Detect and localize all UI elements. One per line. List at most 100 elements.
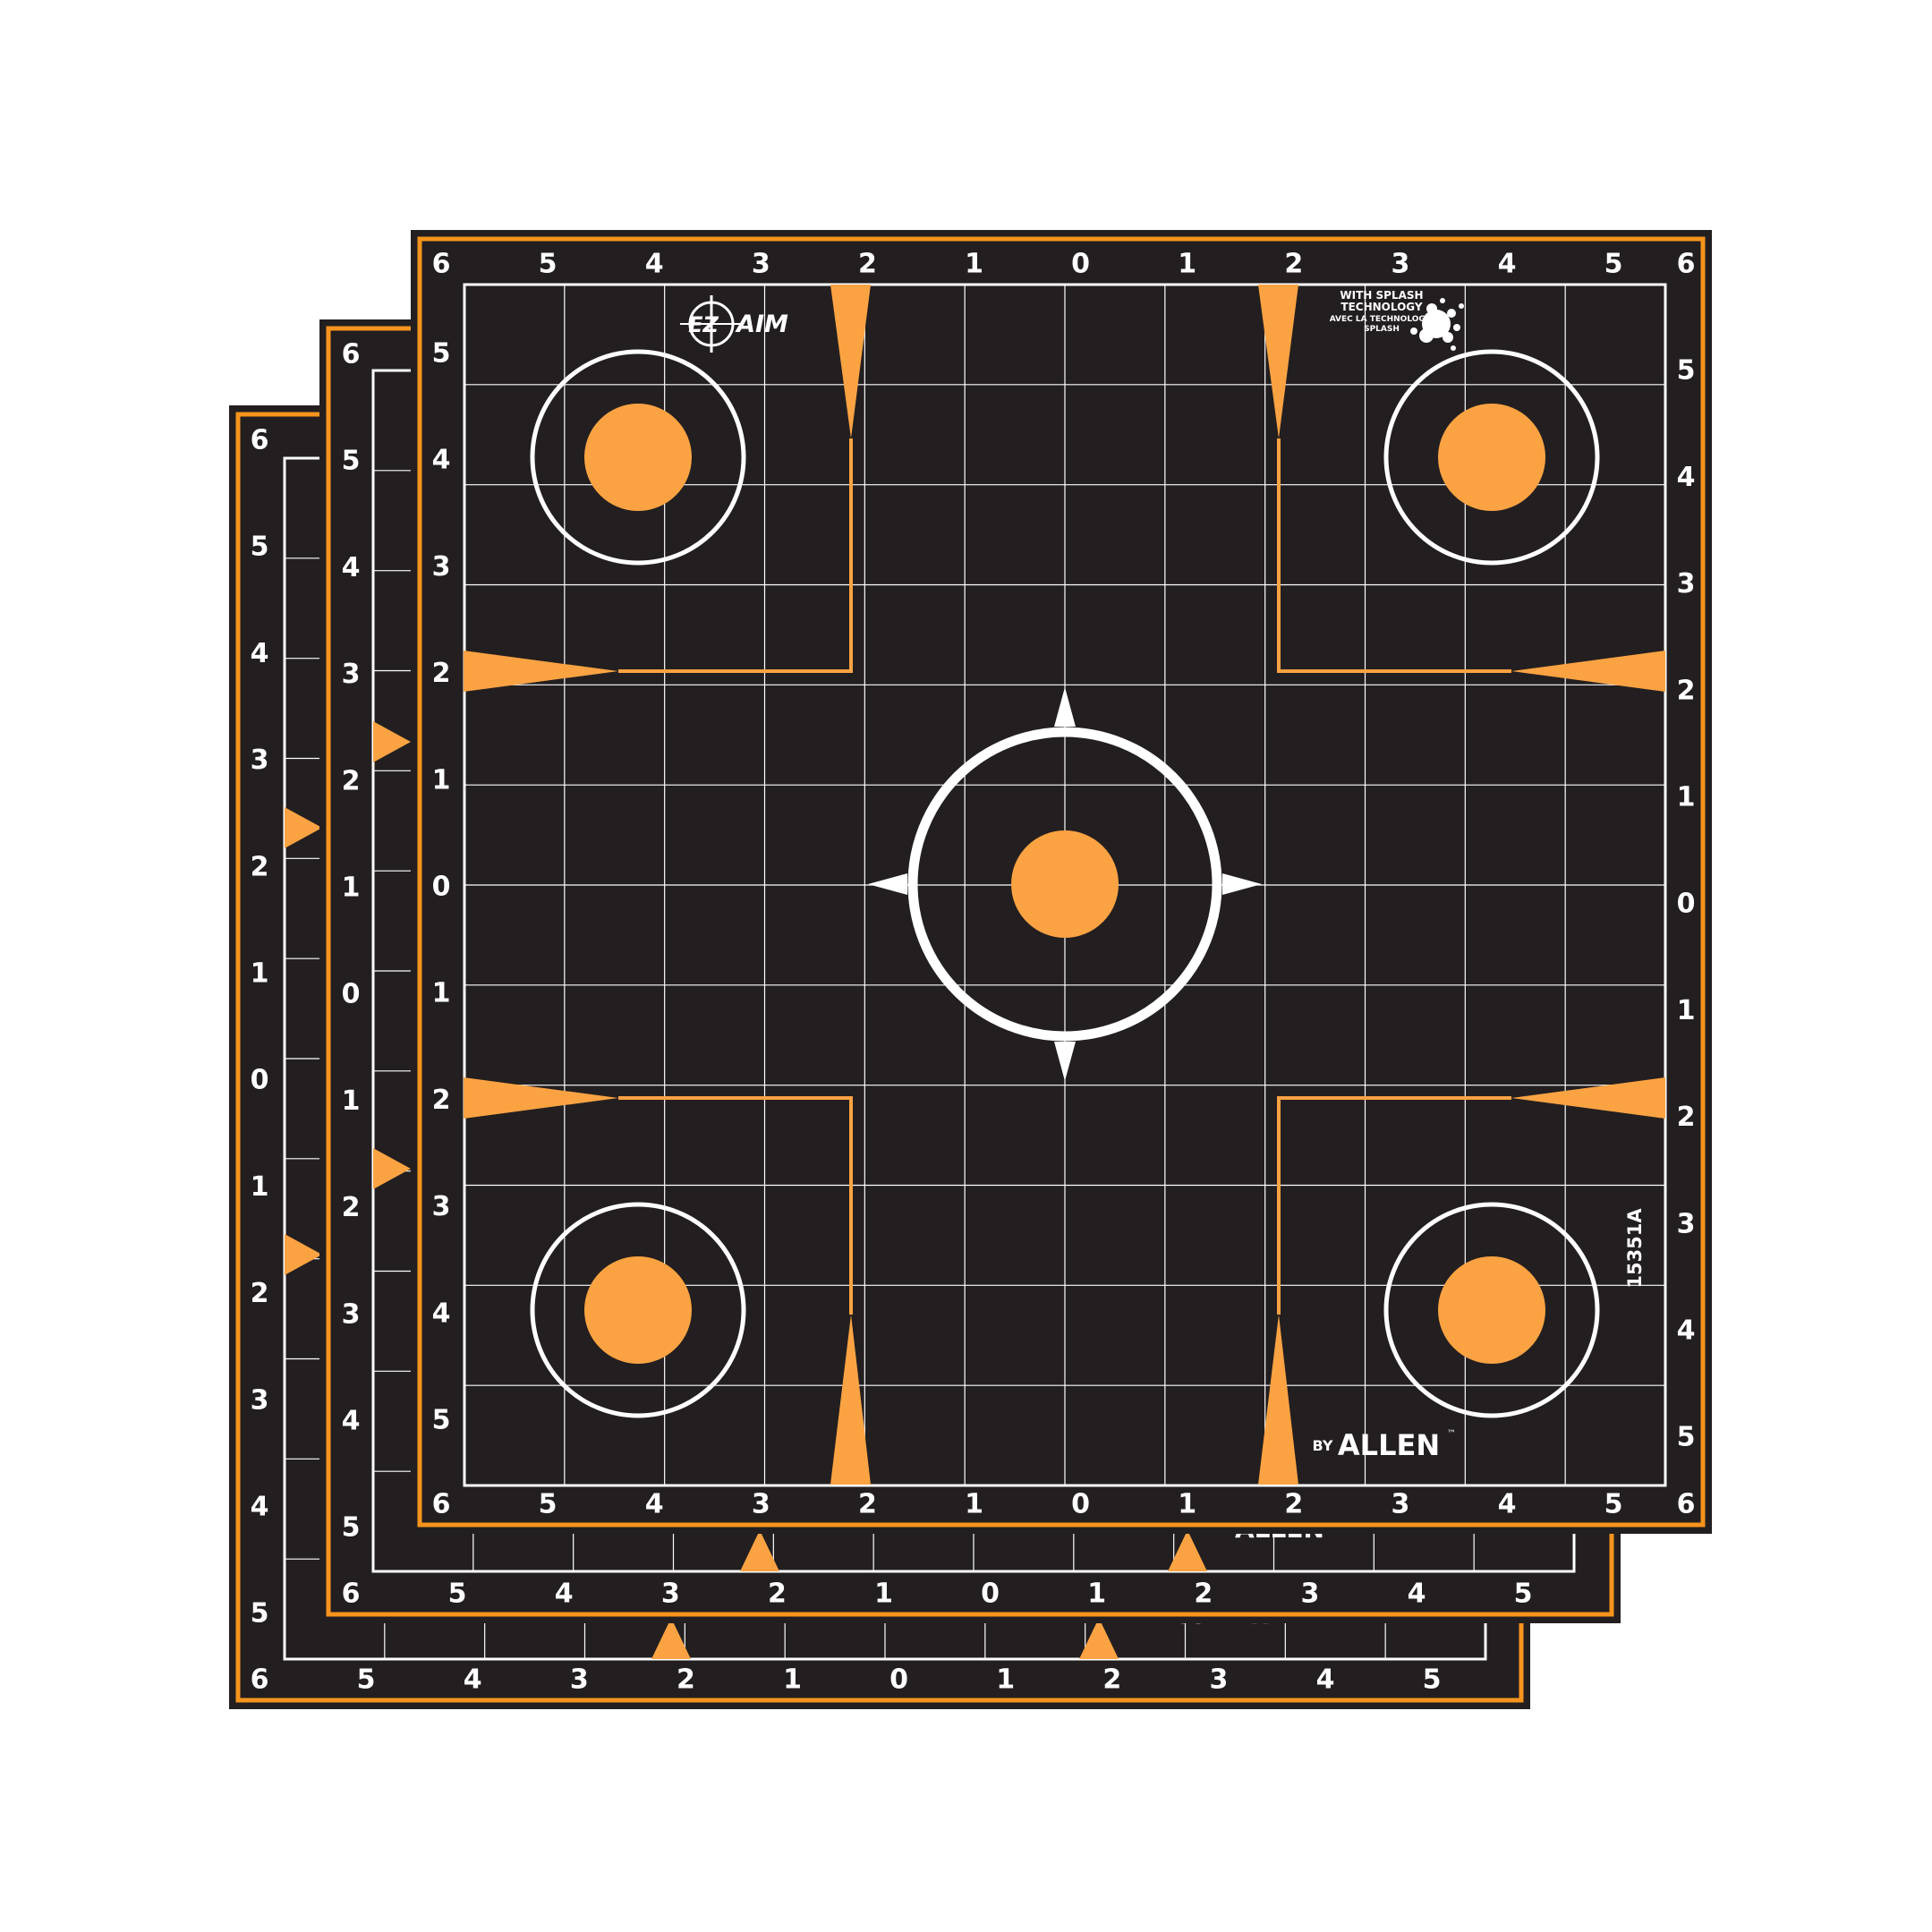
scale-label: 3 bbox=[342, 659, 361, 690]
scale-label: 1 bbox=[965, 1489, 983, 1520]
scale-label: 2 bbox=[858, 1489, 877, 1520]
svg-text:™: ™ bbox=[1447, 1429, 1456, 1439]
scale-label: 2 bbox=[251, 851, 269, 882]
scale-label: 0 bbox=[432, 872, 451, 903]
left-scale: 5 4 3 2 1 0 1 2 3 4 5 bbox=[432, 338, 451, 1436]
wedge-marker bbox=[651, 1618, 691, 1659]
scale-label: 2 bbox=[768, 1579, 787, 1610]
svg-text:EZ: EZ bbox=[688, 312, 719, 337]
scale-label: 1 bbox=[1178, 1489, 1196, 1520]
scale-label: 1 bbox=[1178, 249, 1196, 280]
scale-label: 5 bbox=[539, 1489, 557, 1520]
wedge-bottom-right bbox=[1258, 1315, 1298, 1485]
wedge-marker bbox=[1168, 1530, 1207, 1571]
scale-label: 3 bbox=[1677, 1208, 1696, 1239]
scale-label: 1 bbox=[874, 1579, 893, 1610]
scale-label: 3 bbox=[570, 1664, 589, 1696]
scale-label: 5 bbox=[1604, 1489, 1623, 1520]
scale-label: 5 bbox=[251, 1598, 269, 1630]
scale-label: 4 bbox=[1316, 1664, 1335, 1696]
scale-label: 1 bbox=[996, 1664, 1015, 1696]
scale-label: 2 bbox=[432, 658, 451, 689]
scale-label: 3 bbox=[342, 1298, 361, 1330]
scale-label: 2 bbox=[1284, 249, 1303, 280]
scale-label: 5 bbox=[448, 1579, 467, 1610]
scale-label: 1 bbox=[342, 872, 361, 904]
scale-label: 5 bbox=[1677, 355, 1696, 387]
scale-label: 0 bbox=[251, 1065, 269, 1096]
scale-label: 3 bbox=[1300, 1579, 1319, 1610]
scale-label: 1 bbox=[251, 958, 269, 990]
scale-label: 0 bbox=[981, 1579, 1000, 1610]
scale-label: 0 bbox=[889, 1664, 908, 1696]
scale-label: 1 bbox=[342, 1085, 361, 1117]
scale-label: 4 bbox=[1498, 249, 1517, 280]
wedge-marker bbox=[1079, 1618, 1119, 1659]
scale-label: 3 bbox=[432, 1191, 451, 1222]
scale-label: 3 bbox=[251, 745, 269, 776]
scale-label: 4 bbox=[555, 1579, 574, 1610]
splash-icon bbox=[1410, 298, 1464, 351]
scale-label: 4 bbox=[464, 1664, 482, 1696]
scale-label: 1 bbox=[251, 1171, 269, 1203]
scale-label: 6 bbox=[1529, 1664, 1548, 1696]
allen-logo: BY ALLEN ™ bbox=[1313, 1428, 1456, 1462]
scale-label: 6 bbox=[1677, 1489, 1696, 1520]
corner-guide-lines bbox=[618, 438, 1511, 1315]
scale-label: 0 bbox=[1071, 249, 1090, 280]
scale-label: 6 bbox=[342, 1579, 361, 1610]
scale-label: 3 bbox=[752, 1489, 770, 1520]
scale-label: 2 bbox=[858, 249, 877, 280]
svg-text:ALLEN: ALLEN bbox=[1338, 1428, 1440, 1462]
wedge-left-upper bbox=[464, 651, 618, 692]
scale-label: 4 bbox=[342, 1406, 361, 1437]
bullseye-bottom-left bbox=[530, 1202, 746, 1418]
svg-text:WITH SPLASH: WITH SPLASH bbox=[1340, 289, 1423, 302]
svg-text:AVEC LA TECHNOLOGIE: AVEC LA TECHNOLOGIE bbox=[1330, 315, 1434, 324]
scale-label: 6 bbox=[251, 425, 269, 456]
scale-label: 2 bbox=[1677, 1102, 1696, 1133]
scale-label: 5 bbox=[1604, 249, 1623, 280]
bullseye-top-right bbox=[1383, 349, 1600, 566]
wedge-top-left bbox=[830, 285, 871, 438]
scale-label: 2 bbox=[342, 1192, 361, 1223]
scale-label: 5 bbox=[539, 249, 557, 280]
scale-label: 0 bbox=[1071, 1489, 1090, 1520]
scale-label: 2 bbox=[1677, 675, 1696, 706]
guide-line-top-left bbox=[618, 438, 853, 673]
bullseye-bottom-right bbox=[1383, 1202, 1600, 1418]
scale-label: 4 bbox=[432, 1298, 451, 1329]
wedge-marker bbox=[373, 1148, 411, 1189]
scale-label: 4 bbox=[1677, 462, 1696, 493]
scale-label: 6 bbox=[342, 339, 361, 370]
scale-label: 5 bbox=[1677, 1422, 1696, 1453]
svg-text:AIM: AIM bbox=[735, 311, 788, 338]
scale-label: 3 bbox=[432, 551, 451, 583]
scale-label: 3 bbox=[1209, 1664, 1228, 1696]
bullseye-top-left bbox=[530, 349, 746, 566]
center-bullseye bbox=[868, 687, 1262, 1081]
scale-label: 2 bbox=[432, 1085, 451, 1116]
scale-label: 2 bbox=[1194, 1579, 1213, 1610]
scale-label: 1 bbox=[432, 978, 451, 1009]
wedge-marker bbox=[285, 807, 322, 848]
scale-label: 5 bbox=[432, 338, 451, 370]
scale-label: 4 bbox=[342, 552, 361, 583]
scale-label: 0 bbox=[342, 979, 361, 1010]
scale-label: 5 bbox=[251, 532, 269, 563]
scale-label: 6 bbox=[432, 249, 451, 280]
scale-label: 2 bbox=[1102, 1664, 1121, 1696]
wedge-right-lower bbox=[1511, 1077, 1665, 1119]
svg-text:BY: BY bbox=[1313, 1437, 1333, 1454]
scale-label: 4 bbox=[432, 445, 451, 476]
scale-label: 5 bbox=[432, 1405, 451, 1436]
sheet-1-orange-border bbox=[417, 236, 1706, 1528]
scale-label: 1 bbox=[432, 764, 451, 796]
scale-label: 5 bbox=[342, 1512, 361, 1544]
sheet-2-orange-marks bbox=[373, 721, 1207, 1571]
